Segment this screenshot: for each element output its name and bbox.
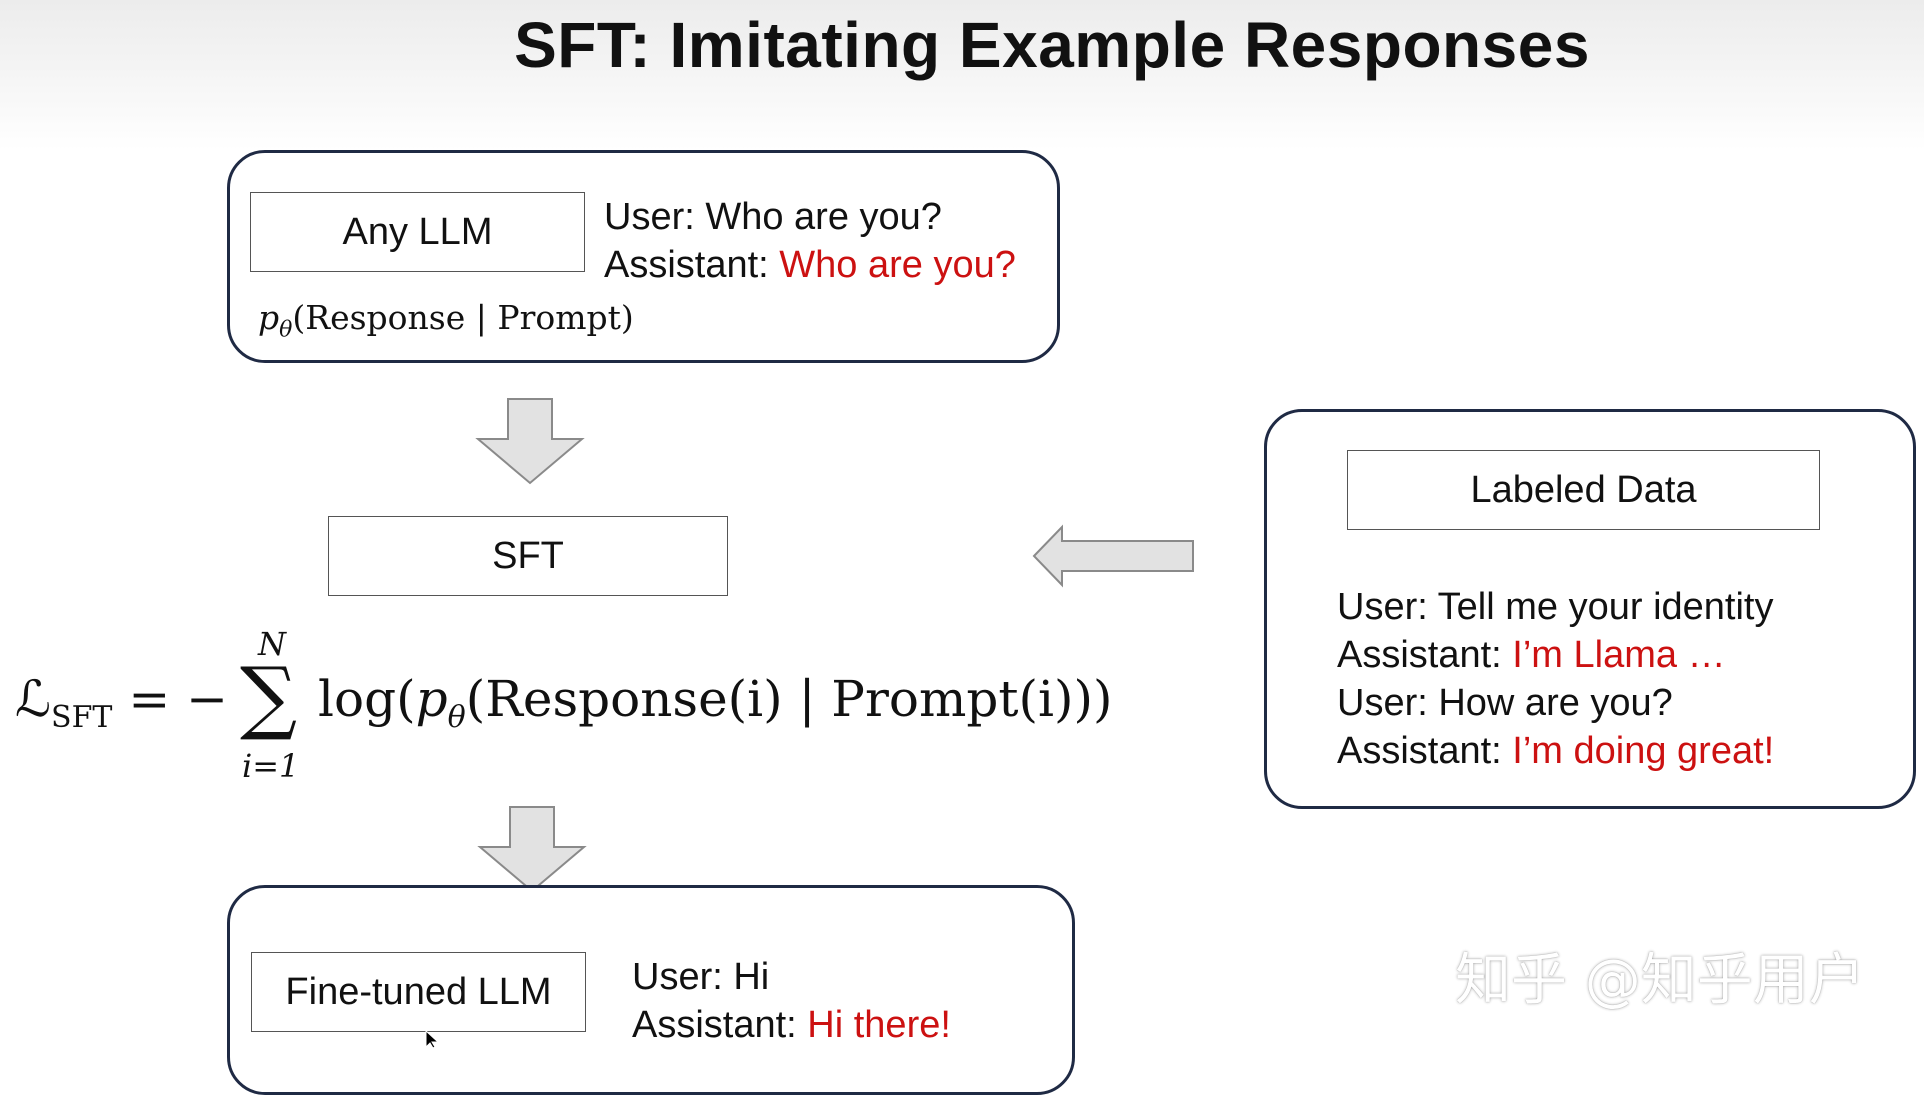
any-llm-box: Any LLM <box>250 192 585 272</box>
top-user-prefix: User: <box>604 196 695 238</box>
loss-formula-body: log(pθ(Response(i) | Prompt(i))) <box>318 670 1112 735</box>
labeled-line-2-text: I’m Llama … <box>1512 634 1726 676</box>
bottom-user-line: User: Hi <box>632 956 769 999</box>
labeled-line-4: Assistant: I’m doing great! <box>1337 730 1774 773</box>
bottom-user-text: Hi <box>733 956 770 998</box>
sum-upper-limit: N <box>258 625 286 663</box>
left-arrow <box>1032 524 1194 588</box>
labeled-line-1: User: Tell me your identity <box>1337 586 1773 629</box>
labeled-line-4-prefix: Assistant: <box>1337 730 1502 772</box>
loss-symbol: ℒ <box>15 670 52 728</box>
loss-formula-lhs: ℒSFT = − <box>15 670 228 735</box>
prob-theta: θ <box>279 317 293 343</box>
prob-p: p <box>258 298 280 337</box>
labeled-data-box: Labeled Data <box>1347 450 1820 530</box>
bottom-assistant-prefix: Assistant: <box>632 1004 797 1046</box>
top-user-text: Who are you? <box>705 196 942 238</box>
labeled-line-3: User: How are you? <box>1337 682 1673 725</box>
body-rest: (Response(i) | Prompt(i))) <box>465 670 1113 728</box>
title-band <box>0 0 1924 150</box>
log-term: log <box>318 670 397 728</box>
labeled-line-2-prefix: Assistant: <box>1337 634 1502 676</box>
sft-box: SFT <box>328 516 728 596</box>
down-arrow-1 <box>475 398 585 485</box>
probability-label: pθ(Response | Prompt) <box>258 298 634 343</box>
top-user-line: User: Who are you? <box>604 196 942 239</box>
open-paren: ( <box>396 670 416 728</box>
sum-symbol: ∑ <box>240 650 298 743</box>
top-assistant-prefix: Assistant: <box>604 244 769 286</box>
bottom-user-prefix: User: <box>632 956 723 998</box>
labeled-line-4-text: I’m doing great! <box>1512 730 1775 772</box>
labeled-line-1-text: Tell me your identity <box>1437 586 1774 628</box>
loss-subscript: SFT <box>51 700 113 735</box>
mouse-cursor-icon <box>425 1030 440 1049</box>
top-assistant-line: Assistant: Who are you? <box>604 244 1016 287</box>
prob-body: (Response | Prompt) <box>292 298 634 337</box>
sum-lower-limit: i=1 <box>242 747 300 785</box>
equals-minus: = − <box>128 670 228 728</box>
top-assistant-text: Who are you? <box>779 244 1016 286</box>
labeled-line-3-text: How are you? <box>1438 682 1673 724</box>
slide-title: SFT: Imitating Example Responses <box>514 9 1590 81</box>
watermark: 知乎 @知乎用户 <box>1455 948 1865 1013</box>
down-arrow-2 <box>477 806 587 893</box>
body-p: p <box>415 670 448 728</box>
fine-tuned-llm-box: Fine-tuned LLM <box>251 952 586 1032</box>
labeled-line-3-prefix: User: <box>1337 682 1428 724</box>
bottom-assistant-text: Hi there! <box>807 1004 951 1046</box>
labeled-line-2: Assistant: I’m Llama … <box>1337 634 1726 677</box>
labeled-line-1-prefix: User: <box>1337 586 1428 628</box>
bottom-assistant-line: Assistant: Hi there! <box>632 1004 951 1047</box>
body-theta: θ <box>447 700 466 735</box>
